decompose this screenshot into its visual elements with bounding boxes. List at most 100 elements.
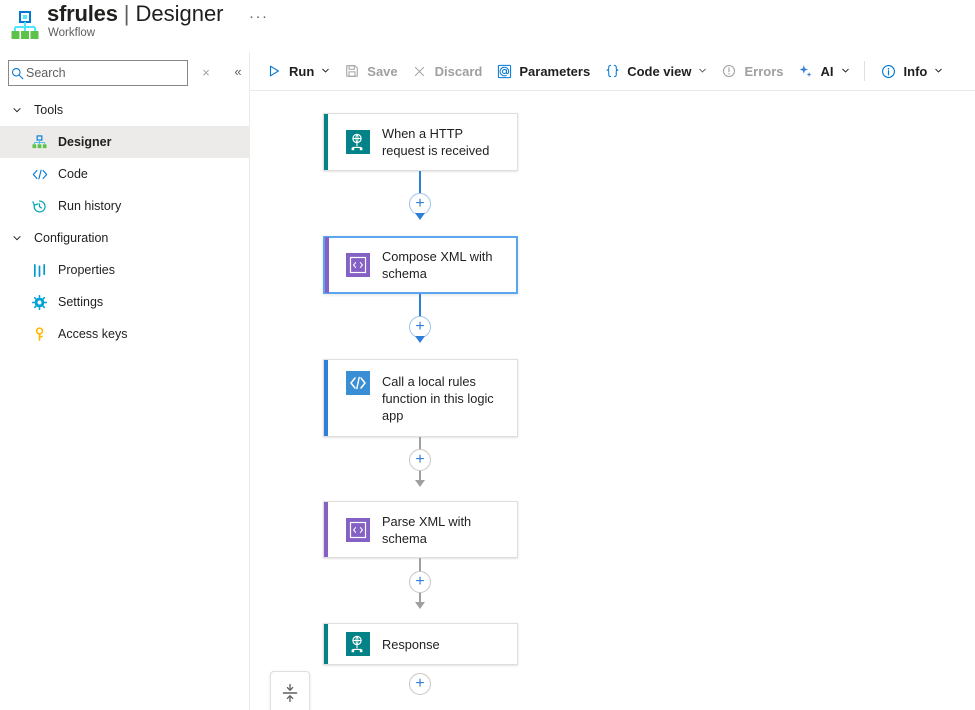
response-icon [346, 632, 370, 656]
sidebar-group-configuration[interactable]: Configuration [0, 222, 250, 254]
add-action-button-5[interactable]: + [409, 673, 431, 695]
code-icon [32, 166, 54, 182]
http-request-icon [346, 130, 370, 154]
title-separator: | [123, 1, 130, 26]
run-history-icon [32, 198, 54, 214]
sidebar-group-tools[interactable]: Tools [0, 94, 250, 126]
designer-icon [32, 134, 54, 150]
error-alert-icon [719, 64, 739, 78]
parameters-button[interactable]: Parameters [488, 52, 596, 91]
connector-arrow-4 [415, 602, 425, 609]
sidebar-item-label: Code [58, 167, 88, 181]
chevron-down-icon [12, 233, 30, 243]
close-icon [410, 65, 430, 78]
more-options-icon[interactable]: ··· [249, 8, 269, 25]
collapse-sidebar-icon[interactable]: « [234, 64, 242, 79]
sidebar-group-label: Configuration [34, 231, 109, 245]
clear-search-icon[interactable]: × [202, 65, 210, 80]
sidebar-nav: Tools Designer [0, 94, 250, 350]
code-view-button[interactable]: Code view [596, 52, 713, 91]
info-button[interactable]: Info [873, 52, 950, 91]
ai-button[interactable]: AI [790, 52, 856, 91]
sidebar-item-run-history[interactable]: Run history [0, 190, 250, 222]
sidebar-item-code[interactable]: Code [0, 158, 250, 190]
node-title: Response [382, 636, 440, 652]
errors-button[interactable]: Errors [713, 52, 789, 91]
chevron-down-icon[interactable] [934, 66, 943, 77]
play-icon [264, 64, 284, 78]
settings-gear-icon [32, 294, 54, 310]
node-accent-bar [324, 114, 328, 170]
code-view-label: Code view [627, 63, 692, 79]
discard-label: Discard [434, 63, 483, 79]
sidebar-group-label: Tools [34, 103, 64, 117]
designer-canvas[interactable]: When a HTTP request is received + Compos… [250, 91, 975, 710]
ai-label: AI [820, 63, 834, 79]
node-accent-bar [325, 237, 329, 293]
search-icon [9, 67, 26, 80]
workflow-node-call-rules-function[interactable]: Call a local rules function in this logi… [323, 359, 518, 437]
connector-arrow-1 [415, 213, 425, 220]
workflow-node-parse-xml[interactable]: Parse XML with schema [323, 501, 518, 558]
workflow-node-response[interactable]: Response [323, 623, 518, 665]
node-title: When a HTTP request is received [382, 126, 490, 158]
fit-to-screen-icon [282, 683, 298, 703]
node-accent-bar [324, 502, 328, 557]
toolbar-divider [863, 61, 865, 81]
sidebar-item-designer[interactable]: Designer [0, 126, 250, 158]
page-title: sfrules | Designer [47, 1, 224, 27]
sidebar-item-label: Designer [58, 135, 112, 149]
workflow-node-http-request[interactable]: When a HTTP request is received [323, 113, 518, 171]
search-box[interactable] [8, 60, 188, 86]
add-action-button-4[interactable]: + [409, 571, 431, 593]
sidebar-item-label: Properties [58, 263, 115, 277]
chevron-down-icon[interactable] [841, 66, 850, 77]
page-name: Designer [135, 1, 224, 26]
logic-app-workflow-icon [11, 11, 39, 39]
info-label: Info [903, 63, 928, 79]
parse-xml-icon [346, 517, 370, 542]
node-accent-bar [324, 624, 328, 664]
save-label: Save [367, 63, 398, 79]
run-label: Run [289, 63, 315, 79]
sidebar-item-label: Settings [58, 295, 104, 309]
code-braces-icon [346, 371, 370, 395]
node-title: Call a local rules function in this logi… [382, 374, 494, 423]
sidebar-item-settings[interactable]: Settings [0, 286, 250, 318]
designer-toolbar: Run Save Discard [250, 52, 975, 91]
save-button[interactable]: Save [336, 52, 403, 91]
info-icon [879, 64, 899, 79]
workflow-node-compose-xml[interactable]: Compose XML with schema [323, 236, 518, 294]
add-action-button-3[interactable]: + [409, 449, 431, 471]
errors-label: Errors [744, 63, 784, 79]
compose-xml-icon [346, 253, 370, 277]
properties-icon [32, 262, 54, 278]
sidebar-item-properties[interactable]: Properties [0, 254, 250, 286]
discard-button[interactable]: Discard [404, 52, 489, 91]
fit-to-screen-button[interactable] [270, 671, 310, 710]
node-title: Parse XML with schema [382, 513, 472, 546]
sidebar-item-label: Access keys [58, 327, 128, 341]
sidebar-item-label: Run history [58, 199, 122, 213]
node-title: Compose XML with schema [382, 249, 493, 281]
curly-braces-icon [602, 64, 622, 78]
sidebar-item-access-keys[interactable]: Access keys [0, 318, 250, 350]
chevron-down-icon[interactable] [698, 66, 707, 77]
key-icon [32, 326, 54, 342]
connector-arrow-3 [415, 480, 425, 487]
chevron-down-icon[interactable] [321, 66, 330, 77]
run-button[interactable]: Run [258, 52, 336, 91]
ai-sparkle-icon [796, 64, 816, 79]
chevron-down-icon [12, 105, 30, 115]
add-action-button-2[interactable]: + [409, 316, 431, 338]
parameters-label: Parameters [519, 63, 591, 79]
connector-arrow-2 [415, 336, 425, 343]
save-disk-icon [342, 64, 362, 78]
sidebar: × « Tools [0, 52, 250, 710]
parameters-at-icon [494, 64, 514, 79]
page-header: sfrules | Designer ··· Workflow [0, 0, 975, 52]
node-accent-bar [324, 360, 328, 436]
search-input[interactable] [26, 66, 187, 80]
add-action-button-1[interactable]: + [409, 193, 431, 215]
